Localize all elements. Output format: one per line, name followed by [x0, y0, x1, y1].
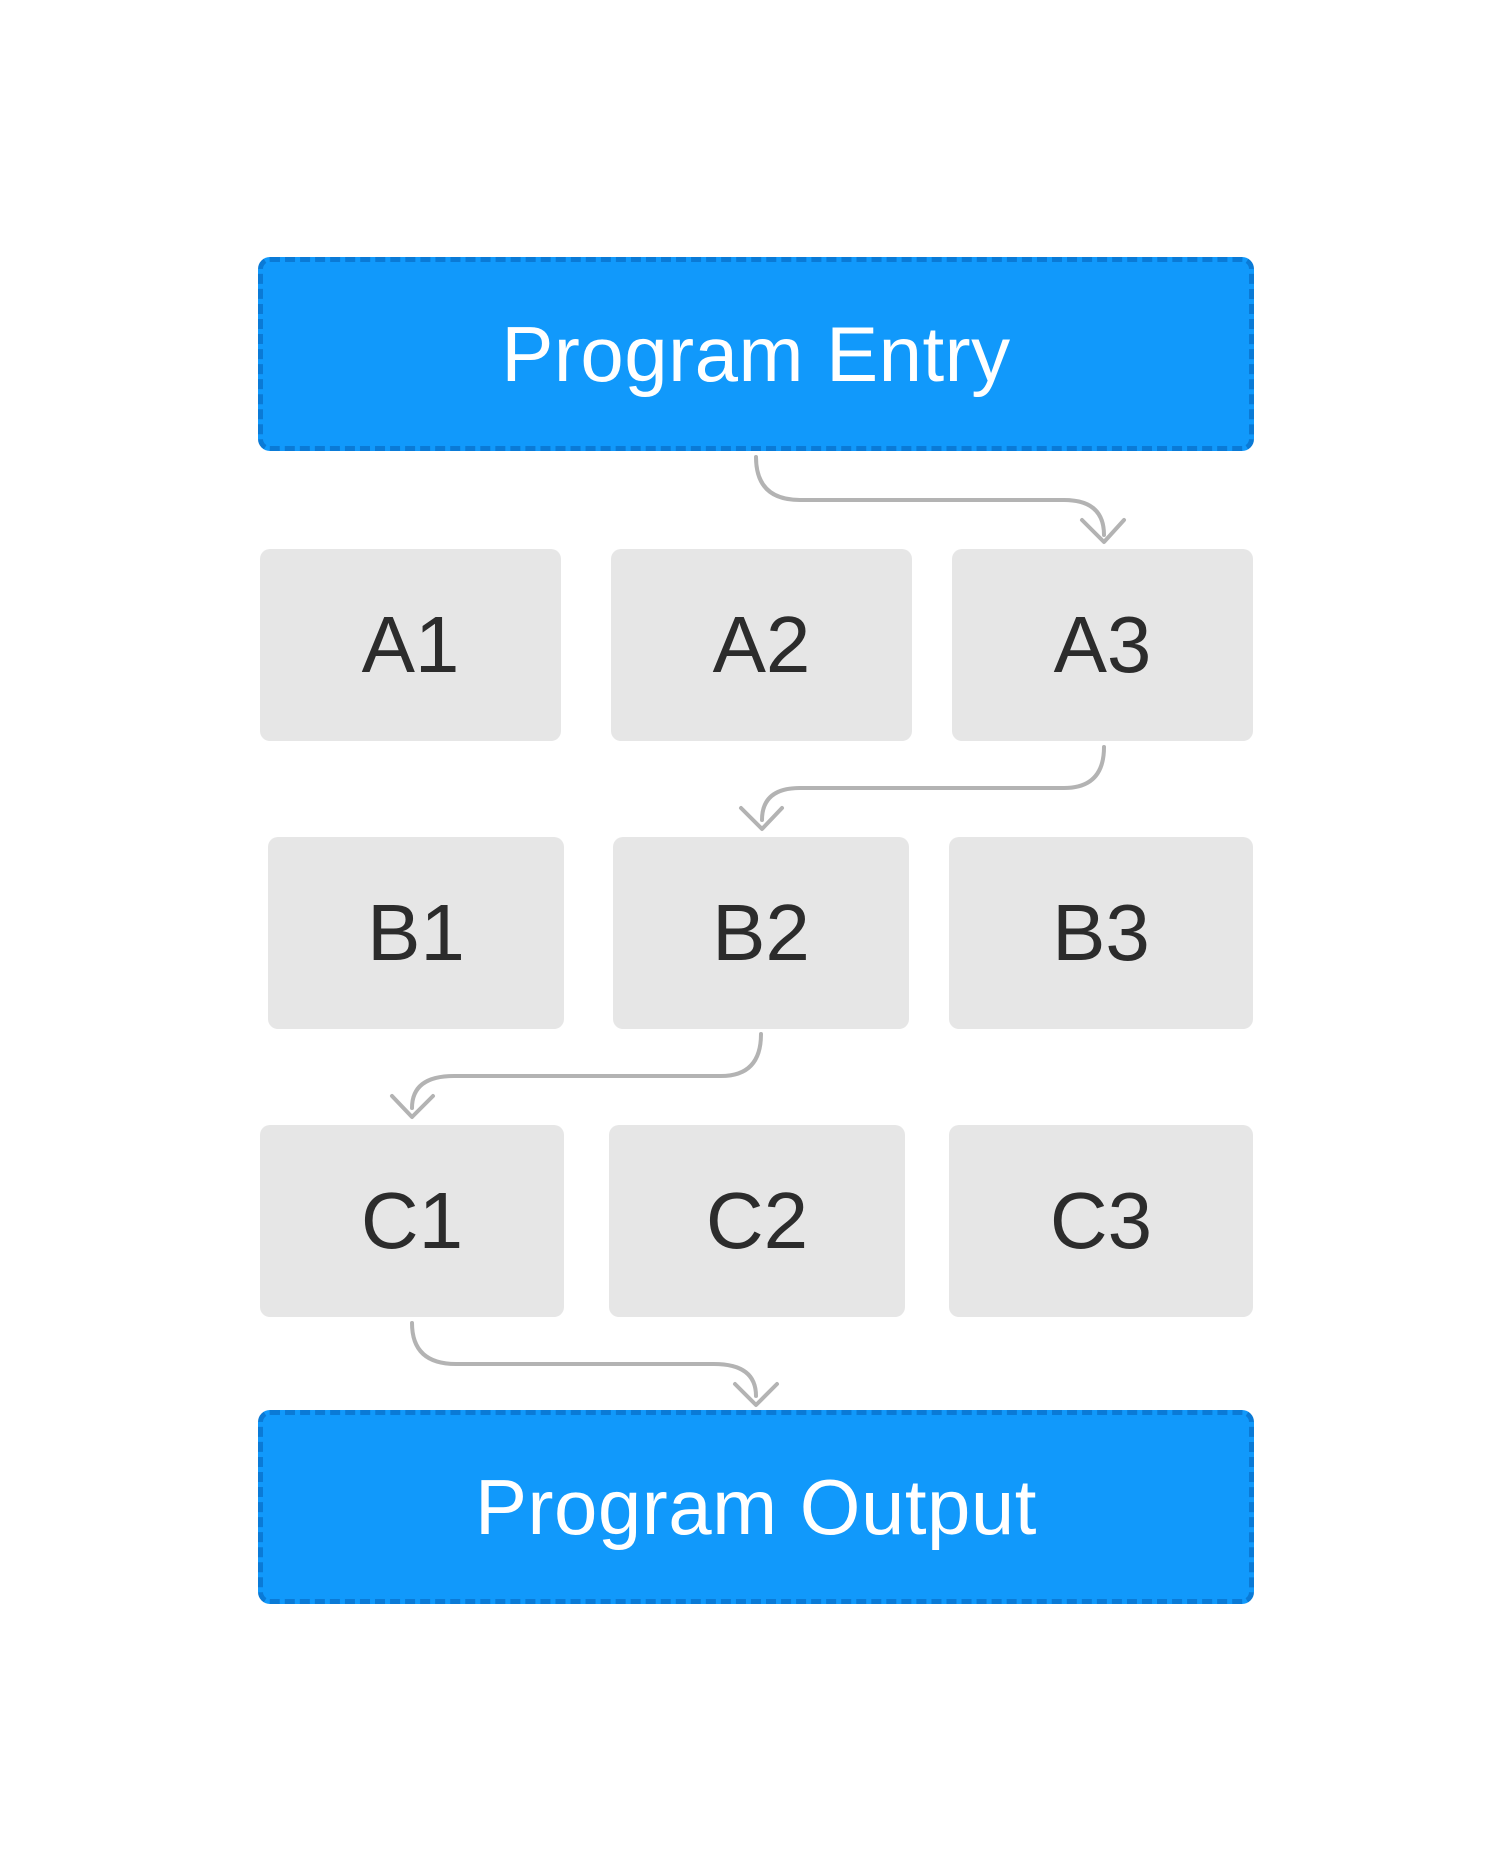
node-c1-label: C1 [360, 1176, 464, 1265]
node-a2-label: A2 [712, 600, 811, 689]
node-b1: B1 [268, 837, 564, 1029]
node-a1: A1 [260, 549, 561, 741]
program-output-node: Program Output [258, 1410, 1254, 1604]
program-output-label: Program Output [475, 1462, 1037, 1551]
node-c3-label: C3 [1049, 1176, 1153, 1265]
node-a3: A3 [952, 549, 1253, 741]
node-a3-label: A3 [1053, 600, 1152, 689]
node-b3: B3 [949, 837, 1253, 1029]
node-b2-label: B2 [712, 888, 810, 977]
edge-b2-to-c1-arrowhead [390, 1094, 435, 1119]
node-b3-label: B3 [1052, 888, 1150, 977]
node-b1-label: B1 [367, 888, 465, 977]
program-entry-node: Program Entry [258, 257, 1254, 451]
edge-a3-to-b2 [760, 745, 1106, 822]
node-a2: A2 [611, 549, 912, 741]
node-c2-label: C2 [705, 1176, 809, 1265]
edge-entry-to-a3 [754, 455, 1106, 537]
edge-entry-to-a3-arrowhead [1080, 518, 1126, 544]
edge-b2-to-c1 [410, 1032, 763, 1110]
edge-c1-to-output [410, 1321, 758, 1398]
node-c1: C1 [260, 1125, 564, 1317]
node-b2: B2 [613, 837, 909, 1029]
program-entry-label: Program Entry [501, 309, 1011, 398]
edge-a3-to-b2-arrowhead [739, 806, 784, 831]
node-c2: C2 [609, 1125, 905, 1317]
node-c3: C3 [949, 1125, 1253, 1317]
edge-c1-to-output-arrowhead [733, 1382, 779, 1407]
node-a1-label: A1 [361, 600, 460, 689]
